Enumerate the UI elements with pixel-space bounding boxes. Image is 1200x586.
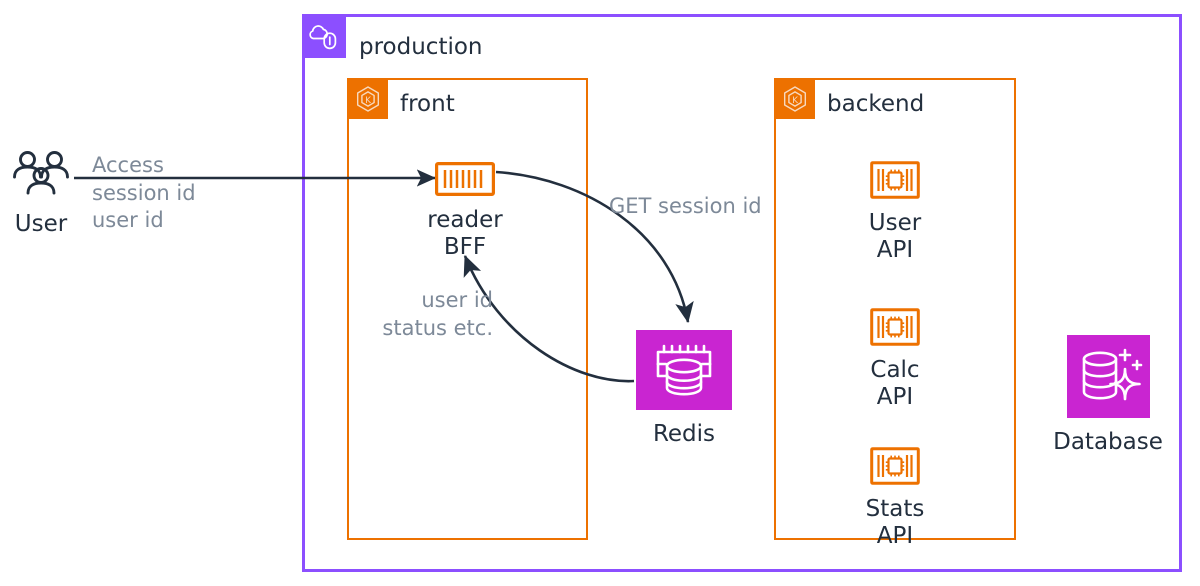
users-icon <box>10 150 72 204</box>
group-label-backend: backend <box>827 91 925 117</box>
group-label-production: production <box>359 34 483 60</box>
group-backend-cluster <box>774 78 1016 540</box>
database-sparkle-icon <box>1066 335 1150 422</box>
node-user[interactable]: User <box>6 150 76 238</box>
vpc-cloud-icon <box>302 14 346 58</box>
node-label-stats-api: Stats API <box>865 496 925 549</box>
kubernetes-icon: K <box>347 78 388 119</box>
svg-text:K: K <box>792 96 799 106</box>
edge-label-get-session-id: GET session id <box>609 194 762 218</box>
group-front-cluster <box>347 78 588 540</box>
node-user-api[interactable]: User API <box>847 161 943 263</box>
container-icon <box>435 162 495 200</box>
node-label-database: Database <box>1053 429 1163 455</box>
node-label-user: User <box>14 211 68 237</box>
node-database[interactable]: Database <box>1048 335 1168 456</box>
group-production-vpc <box>302 14 1182 572</box>
node-redis[interactable]: Redis <box>636 330 732 448</box>
microservice-chip-icon <box>870 447 920 489</box>
edge-label-user-id-status: user id status etc. <box>382 288 493 340</box>
node-label-calc-api: Calc API <box>870 357 920 410</box>
node-reader-bff[interactable]: reader BFF <box>417 162 513 260</box>
elasticache-icon <box>636 330 732 414</box>
edge-label-user-to-reader-bff: Access session id user id <box>92 153 196 233</box>
group-label-front: front <box>400 91 455 117</box>
microservice-chip-icon <box>870 161 920 203</box>
node-calc-api[interactable]: Calc API <box>847 308 943 410</box>
node-label-reader-bff: reader BFF <box>427 207 503 260</box>
microservice-chip-icon <box>870 308 920 350</box>
edge-reader-bff-to-redis <box>495 170 694 324</box>
node-label-redis: Redis <box>652 421 716 447</box>
svg-text:K: K <box>365 96 372 106</box>
node-label-user-api: User API <box>868 210 922 263</box>
edge-redis-to-reader-bff <box>463 255 635 383</box>
node-stats-api[interactable]: Stats API <box>847 447 943 549</box>
kubernetes-icon: K <box>774 78 815 119</box>
